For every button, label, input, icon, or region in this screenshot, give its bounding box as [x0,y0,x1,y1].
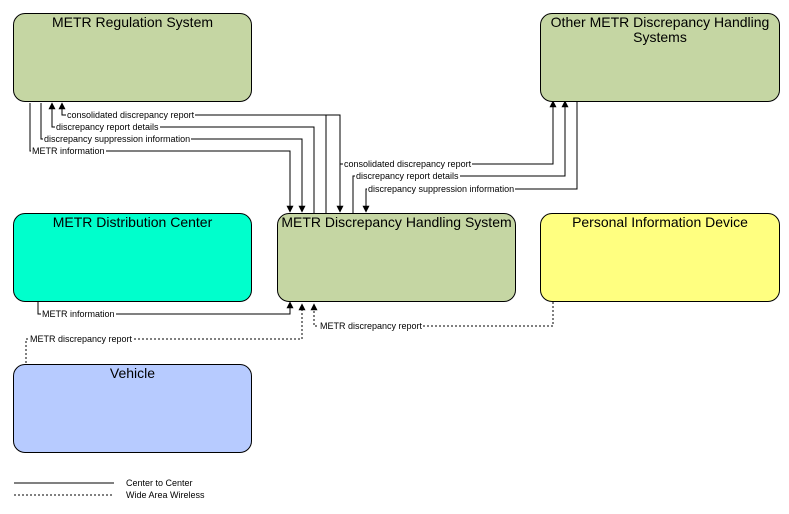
flow-reg-details [48,102,315,214]
node-vehicle-label: Vehicle [109,365,156,381]
node-pid-label: Personal Information Device [572,214,748,230]
flow-label-reg-suppression: discrepancy suppression information [43,134,192,144]
flow-label-oth-consolidated: consolidated discrepancy report [343,159,473,169]
flow-dist-metr-info [37,301,294,315]
flow-label-reg-details: discrepancy report details [55,122,160,132]
node-distribution-label: METR Distribution Center [52,214,213,230]
node-other-handling-systems[interactable]: Other METR Discrepancy Handling Systems [540,13,780,102]
node-vehicle[interactable]: Vehicle [13,364,252,453]
flow-veh-report [25,303,306,363]
node-regulation-label: METR Regulation System [51,14,214,30]
node-distribution-center[interactable]: METR Distribution Center [13,213,252,302]
node-other-handling-label: Other METR Discrepancy Handling Systems [550,14,770,45]
node-handling-label: METR Discrepancy Handling System [281,214,512,230]
flow-oth-details [352,100,569,214]
flow-label-dist-metr-info: METR information [41,309,116,319]
legend-center-to-center: Center to Center [126,478,193,488]
node-handling-system[interactable]: METR Discrepancy Handling System [277,213,516,302]
flow-oth-suppression [362,101,578,213]
flow-label-oth-suppression: discrepancy suppression information [367,184,516,194]
flow-label-veh-report: METR discrepancy report [29,334,134,344]
flow-reg-metr-info [29,103,294,213]
flow-reg-consolidated-down [211,114,344,213]
flow-label-pid-report: METR discrepancy report [319,321,424,331]
flow-label-reg-metr-info: METR information [31,146,106,156]
flow-label-reg-consolidated: consolidated discrepancy report [66,110,196,120]
node-regulation-system[interactable]: METR Regulation System [13,13,252,102]
flow-pid-report [310,302,554,327]
node-personal-information-device[interactable]: Personal Information Device [540,213,780,302]
legend-wide-area-wireless: Wide Area Wireless [126,490,205,500]
flow-label-oth-details: discrepancy report details [355,171,460,181]
flow-oth-consolidated [339,100,557,212]
